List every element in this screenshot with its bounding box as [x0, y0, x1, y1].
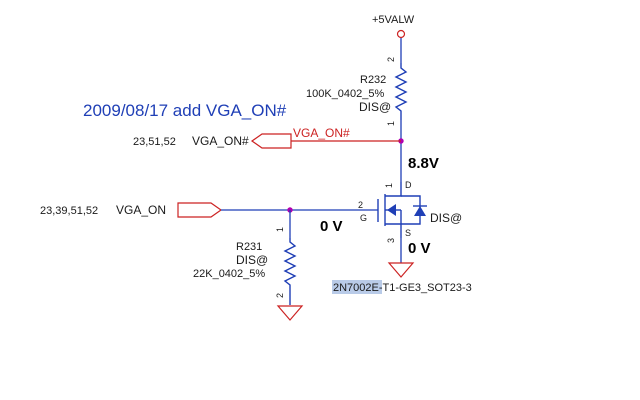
vga-on-n-net-label: VGA_ON# [293, 126, 350, 140]
mosfet-pin-gate: 2 [358, 200, 363, 210]
mosfet-source-letter: S [405, 228, 411, 238]
vga-on-n-port-shape [250, 133, 292, 149]
r232-pin-bottom: 1 [386, 121, 396, 126]
r232-ref: R232 [360, 74, 386, 86]
mosfet-option: DIS@ [430, 211, 462, 225]
r231-resistor [283, 238, 297, 305]
r231-ground-symbol [276, 305, 304, 321]
source-voltage-label: 0 V [408, 240, 431, 257]
vga-on-port-name: VGA_ON [116, 203, 166, 217]
part-number-highlight [332, 280, 382, 294]
gate-voltage-label: 0 V [320, 218, 343, 235]
r231-pin-top: 1 [275, 227, 285, 232]
mosfet-pin-drain: 1 [384, 183, 394, 188]
rail-label: +5VALW [372, 14, 415, 26]
vga-on-n-port-name: VGA_ON# [192, 134, 249, 148]
mosfet-symbol [377, 182, 427, 238]
r232-resistor [394, 63, 408, 120]
mosfet-part-number: 2N7002E-T1-GE3_SOT23-3 [333, 282, 472, 294]
revision-note: 2009/08/17 add VGA_ON# [83, 101, 287, 120]
mosfet-gate-letter: G [360, 213, 367, 223]
source-ground-symbol [387, 262, 415, 278]
r232-option: DIS@ [359, 100, 391, 114]
r231-option: DIS@ [236, 253, 268, 267]
vga-on-n-port-pages: 23,51,52 [133, 136, 176, 148]
r232-value: 100K_0402_5% [306, 88, 385, 100]
r231-ref: R231 [236, 241, 262, 253]
mosfet-pin-source: 3 [386, 238, 396, 243]
rail-terminal [396, 29, 406, 39]
r232-pin-top: 2 [386, 57, 396, 62]
r231-pin-bottom: 2 [275, 293, 285, 298]
r231-value: 22K_0402_5% [193, 268, 265, 280]
mosfet-drain-letter: D [405, 180, 412, 190]
vga-on-port-shape [177, 202, 223, 218]
drain-voltage-label: 8.8V [408, 155, 439, 172]
vga-on-port-pages: 23,39,51,52 [40, 205, 98, 217]
